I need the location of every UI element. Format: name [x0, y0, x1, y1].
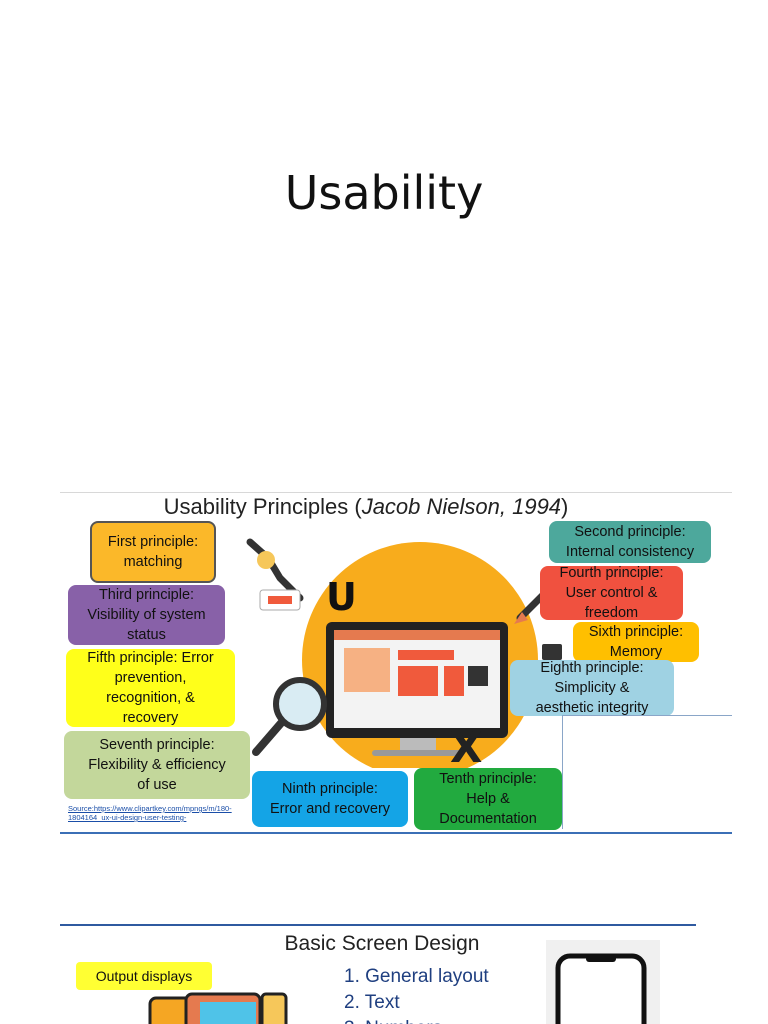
page-title: Usability	[284, 166, 484, 220]
principle-5: Fifth principle: Error prevention, recog…	[66, 649, 235, 727]
principle-6: Sixth principle: Memory	[573, 622, 699, 662]
slide-title: Basic Screen Design	[284, 932, 480, 955]
list-item: 1. General layout	[344, 966, 489, 987]
principle-8: Eighth principle: Simplicity & aesthetic…	[510, 660, 674, 716]
output-displays-label: Output displays	[76, 962, 212, 990]
ux-illustration: U X	[246, 538, 572, 768]
list-item: 3. Numbers	[344, 1016, 489, 1024]
frame-line	[562, 715, 732, 716]
topic-list: 1. General layout 2. Text 3. Numbers	[344, 964, 489, 1024]
frame-line	[562, 715, 563, 829]
principle-9: Ninth principle: Error and recovery	[252, 771, 408, 827]
tv-icon	[148, 992, 288, 1024]
slide-usability-principles: Usability Principles (Jacob Nielson, 199…	[60, 492, 732, 834]
principle-3: Third principle: Visibility of system st…	[68, 585, 225, 645]
divider	[60, 832, 732, 834]
list-item: 2. Text	[344, 992, 400, 1013]
divider	[60, 492, 732, 493]
slide-basic-screen-design: Basic Screen Design Output displays 1. G…	[60, 924, 696, 1024]
principle-4: Fourth principle: User control & freedom	[540, 565, 683, 621]
principle-7: Seventh principle: Flexibility & efficie…	[64, 731, 250, 799]
slide-title: Usability Principles (Jacob Nielson, 199…	[163, 494, 569, 519]
divider	[60, 924, 696, 926]
source-link[interactable]: Source:https://www.clipartkey.com/mpngs/…	[68, 804, 232, 822]
principle-2: Second principle: Internal consistency	[549, 521, 711, 563]
magnifier-icon	[273, 677, 327, 731]
principle-1: First principle: matching	[90, 521, 216, 583]
letter-x: X	[450, 723, 482, 768]
phone-icon: 1 2 3	[546, 940, 660, 1024]
letter-u: U	[326, 575, 357, 619]
principle-10: Tenth principle: Help & Documentation	[414, 768, 562, 830]
